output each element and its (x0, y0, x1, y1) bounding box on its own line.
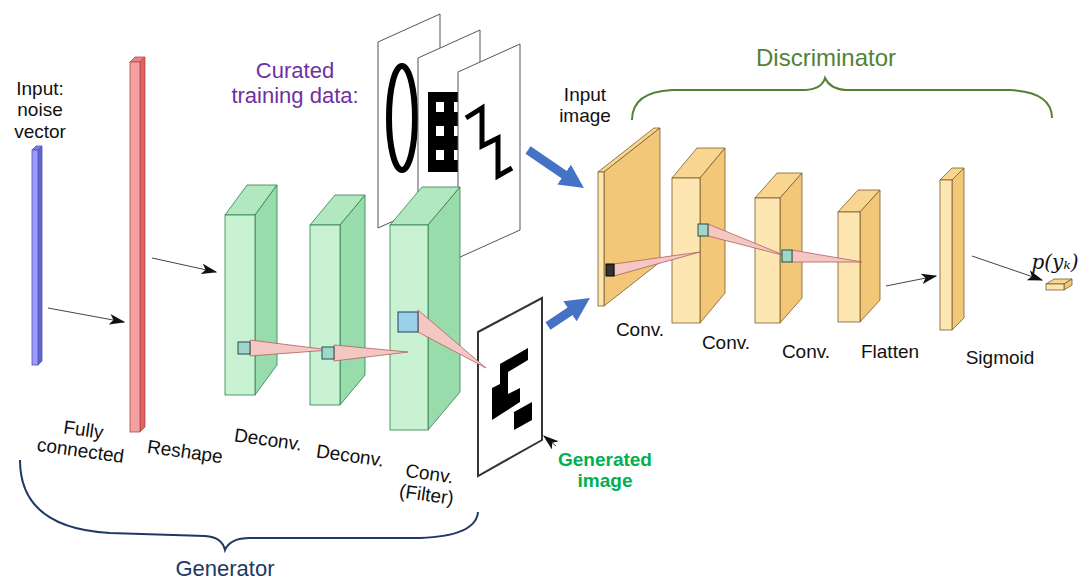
generated-image (478, 298, 542, 476)
kernel-cones (238, 224, 862, 368)
slab-front (1046, 284, 1064, 290)
layer-label: Conv. (Filter) (389, 458, 466, 510)
layer-slab (225, 185, 277, 395)
group-label: Discriminator (756, 45, 896, 72)
discriminator-bracket (632, 78, 1052, 120)
layer-blocks (32, 57, 1072, 432)
layer-slab (310, 195, 365, 405)
slab-side (1064, 279, 1072, 290)
layer-slab (838, 190, 880, 322)
slab-side (952, 168, 964, 330)
slab-side (860, 190, 880, 322)
output-label: Generated image (553, 449, 657, 492)
layer-slab (1046, 279, 1072, 290)
slab-front (130, 62, 140, 432)
layer-slab (130, 57, 145, 432)
layer-slab (390, 187, 460, 430)
layer-label: Fully connected (30, 412, 135, 468)
slab-front (672, 178, 700, 323)
slab-side (340, 195, 365, 405)
slab-side (604, 128, 660, 306)
slab-front (940, 180, 952, 330)
slab-side (780, 173, 802, 323)
input-label: Input: noise vector (5, 78, 75, 142)
layer-label: Flatten (861, 341, 919, 362)
group-label: Generator (175, 557, 274, 582)
slab-front (310, 225, 340, 405)
layer-label: Conv. (616, 319, 664, 340)
slab-front (755, 198, 780, 323)
slab-front (225, 215, 255, 395)
slab-side (140, 57, 145, 432)
slab-front (32, 150, 38, 365)
layer-label: Conv. (782, 341, 830, 362)
slab-side (255, 185, 277, 395)
probability-label: p(yₖ) (1031, 251, 1078, 273)
layer-label: Sigmoid (966, 347, 1035, 368)
slab-front (838, 212, 860, 322)
layer-label: Conv. (702, 332, 750, 353)
data-source-label: Curated training data: (220, 59, 370, 108)
layer-slab (598, 128, 660, 306)
layer-label: Deconv. (233, 425, 304, 456)
layer-label: Reshape (146, 436, 224, 468)
input-label: Input image (550, 84, 620, 127)
layer-label: Deconv. (315, 441, 386, 472)
input-arrows (528, 150, 578, 326)
slab-front (598, 172, 604, 306)
layer-slab (940, 168, 964, 330)
layer-slab (32, 146, 42, 365)
slab-side (38, 146, 42, 365)
slab-side (428, 187, 460, 430)
flow-arrows (48, 256, 1042, 446)
